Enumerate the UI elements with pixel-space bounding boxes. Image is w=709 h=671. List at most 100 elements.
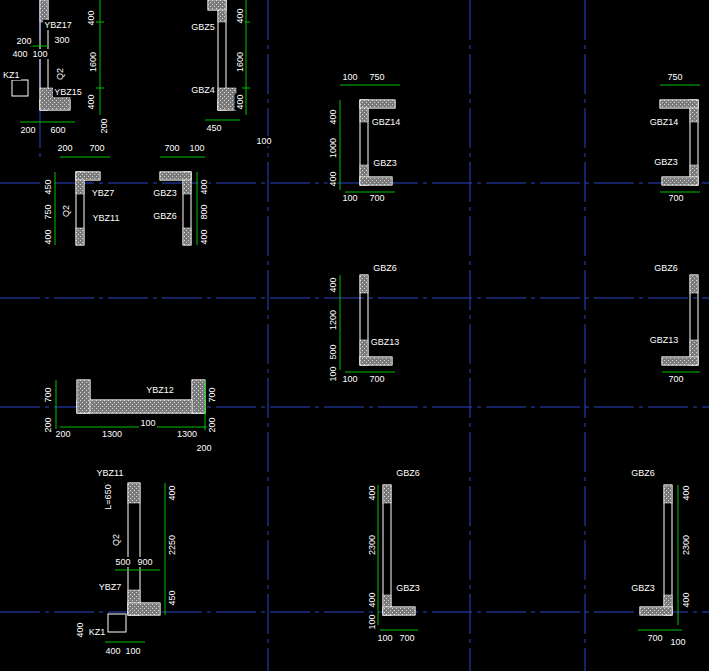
dimension-text: 100	[669, 637, 686, 647]
callout-label: KZ1	[88, 627, 107, 637]
callout-label: GBZ6	[653, 263, 679, 273]
callout-label: YBZ12	[145, 385, 175, 395]
callout-label: GBZ14	[649, 117, 680, 127]
callout-label: GBZ5	[190, 22, 216, 32]
dimension-text: 450	[43, 178, 53, 195]
dimension-text: 2250	[167, 534, 177, 556]
dimension-text: 400	[11, 49, 28, 59]
dimension-text: 400	[86, 93, 96, 110]
callout-label: YBZ15	[53, 87, 83, 97]
dimension-text: 700	[88, 143, 105, 153]
callout-label: YBZ11	[92, 213, 121, 223]
dimension-text: 400	[199, 228, 209, 245]
dimension-text: 200	[15, 36, 32, 46]
dimension-text: 200	[43, 416, 53, 433]
dimension-text: 100	[376, 633, 393, 643]
dimension-text: 700	[667, 374, 684, 384]
dimension-text: 700	[646, 633, 663, 643]
callout-label: GBZ3	[152, 188, 178, 198]
dimension-text: 100	[255, 136, 272, 146]
dimension-text: 700	[163, 143, 180, 153]
dimension-text: 100	[367, 613, 377, 630]
callout-label: GBZ14	[371, 117, 402, 127]
callout-label: YBZ11	[96, 468, 125, 478]
callout-label: GBZ3	[630, 583, 656, 593]
callout-label: YBZ7	[98, 582, 123, 592]
dimension-text: 750	[368, 72, 385, 82]
dimension-text: 200	[207, 416, 217, 433]
dimension-text: 450	[205, 123, 222, 133]
callout-label: GBZ4	[190, 85, 216, 95]
dimension-text: 400	[367, 484, 377, 501]
dimension-text: 400	[681, 484, 691, 501]
dimension-text: 200	[19, 125, 36, 135]
dimension-text: 400	[167, 484, 177, 501]
dimension-text: 200	[54, 429, 71, 439]
dimension-text: 200	[195, 443, 212, 453]
dimension-text: 400	[328, 276, 338, 293]
callout-label: GBZ3	[395, 583, 421, 593]
dimension-text: 700	[368, 193, 385, 203]
callout-label: Q2	[61, 204, 71, 218]
dimension-text: 700	[667, 193, 684, 203]
dimension-text: 100	[31, 49, 48, 59]
callout-label: KZ1	[2, 70, 21, 80]
dimension-lines	[20, 0, 700, 642]
dimension-text: 1300	[176, 429, 198, 439]
callout-label: GBZ6	[395, 468, 421, 478]
dimension-text: 400	[328, 108, 338, 125]
dimension-text: 400	[75, 621, 85, 638]
dimension-text: 100	[328, 365, 338, 382]
dimension-text: 400	[235, 7, 245, 24]
dimension-text: 700	[398, 633, 415, 643]
dimension-text: 2300	[367, 534, 377, 556]
dimension-text: 300	[53, 35, 70, 45]
dimension-text: 200	[99, 117, 109, 134]
dimension-text: 400	[104, 646, 121, 656]
dimension-text: 700	[43, 386, 53, 403]
callout-label: GBZ6	[372, 263, 398, 273]
dimension-text: 400	[235, 93, 245, 110]
dimension-text: 900	[136, 557, 153, 567]
dimension-text: 1000	[328, 137, 338, 159]
callout-label: GBZ3	[372, 158, 398, 168]
dimension-text: 100	[341, 193, 358, 203]
dimension-text: 400	[199, 178, 209, 195]
callout-label: L=650	[103, 483, 113, 510]
dimension-text: 100	[341, 72, 358, 82]
callout-label: GBZ3	[653, 157, 679, 167]
dimension-text: 100	[124, 646, 141, 656]
callout-label: YBZ7	[91, 188, 116, 198]
callout-label: GBZ13	[370, 337, 401, 347]
dimension-text: 750	[43, 203, 53, 220]
dimension-text: 600	[49, 125, 66, 135]
dimension-text: 400	[86, 9, 96, 26]
wall-outlines	[12, 0, 698, 632]
dimension-text: 1200	[328, 309, 338, 331]
dimension-text: 800	[199, 203, 209, 220]
dimension-text: 500	[328, 343, 338, 360]
dimension-text: 200	[56, 143, 73, 153]
dimension-text: 100	[341, 374, 358, 384]
callout-label: YBZ17	[43, 20, 73, 30]
hatched-columns	[40, 0, 698, 615]
dimension-text: 500	[114, 557, 131, 567]
dimension-text: 1300	[101, 429, 123, 439]
callout-label: GBZ6	[152, 211, 178, 221]
dimension-text: 450	[167, 589, 177, 606]
dimension-text: 100	[188, 143, 205, 153]
callout-label: GBZ13	[649, 335, 680, 345]
dimension-text: 750	[666, 72, 683, 82]
dimension-text: 2300	[681, 534, 691, 556]
dimension-text: 700	[368, 374, 385, 384]
dimension-text: 400	[328, 170, 338, 187]
dimension-text: 400	[43, 228, 53, 245]
dimension-text: 400	[681, 591, 691, 608]
dimension-text: 1600	[88, 51, 98, 73]
callout-label: Q2	[55, 67, 65, 81]
dimension-text: 100	[139, 418, 156, 428]
dimension-text: 700	[207, 386, 217, 403]
dimension-text: 1600	[235, 51, 245, 73]
